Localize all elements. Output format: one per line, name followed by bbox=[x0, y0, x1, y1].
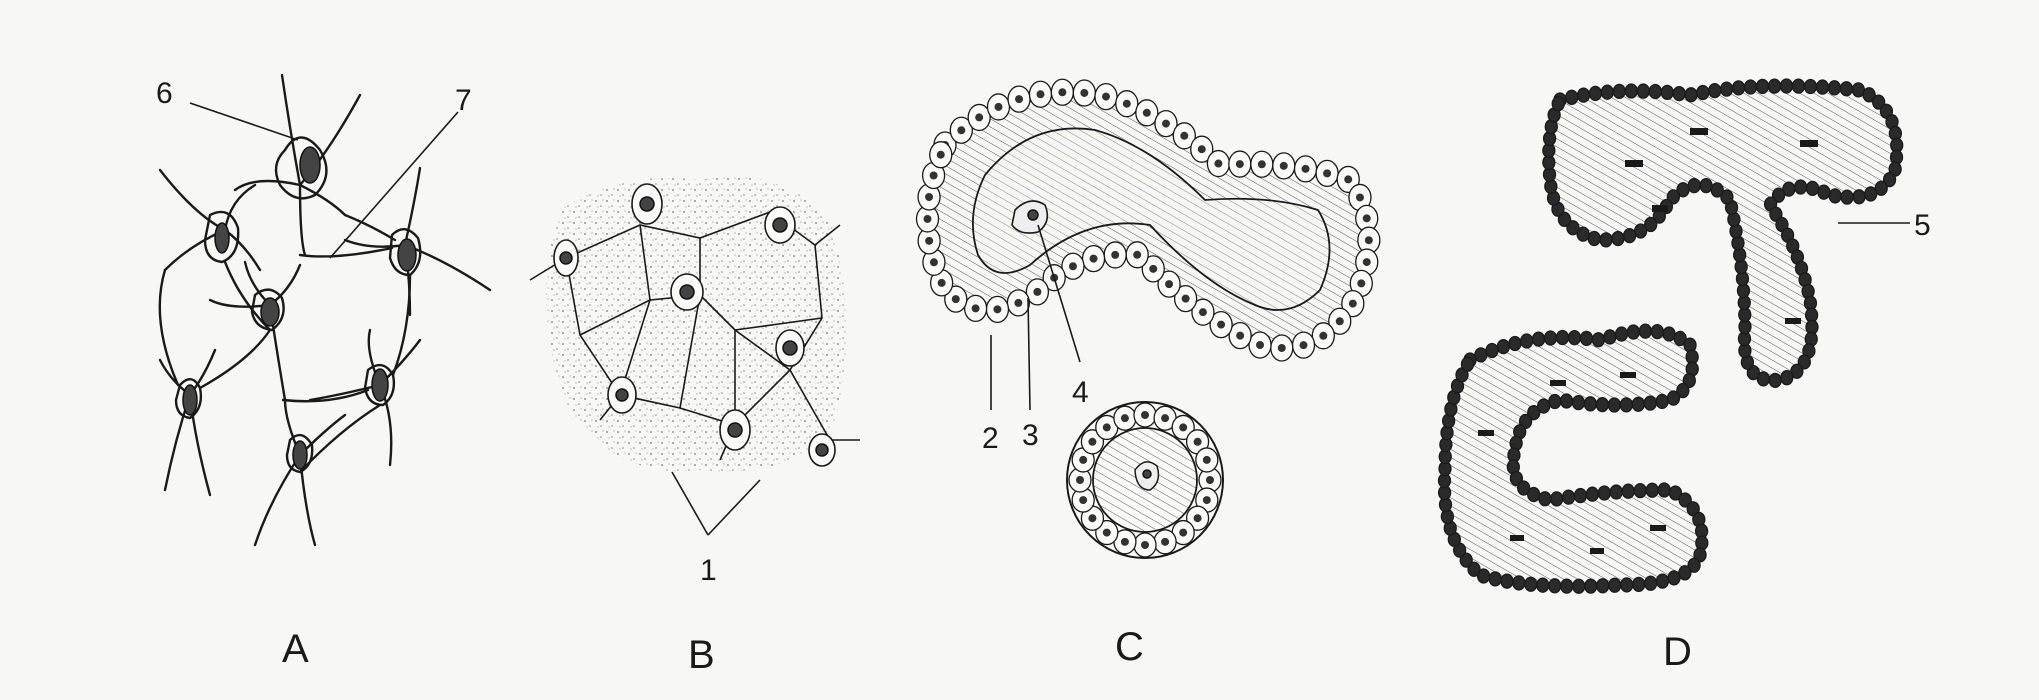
callout-3: 3 bbox=[1022, 419, 1039, 452]
panel-label-d: D bbox=[1663, 630, 1692, 674]
callout-1: 1 bbox=[700, 554, 717, 587]
panel-label-c: C bbox=[1115, 625, 1144, 669]
callout-5: 5 bbox=[1914, 209, 1931, 242]
callout-7: 7 bbox=[455, 84, 472, 117]
panel-b-drawing bbox=[530, 177, 860, 535]
callout-4: 4 bbox=[1072, 376, 1089, 409]
panel-a-drawing bbox=[160, 75, 490, 545]
panel-c-drawing bbox=[917, 79, 1380, 558]
panel-d-drawing bbox=[1438, 79, 1910, 593]
callout-6: 6 bbox=[156, 77, 173, 110]
callout-2: 2 bbox=[982, 422, 999, 455]
panel-label-b: B bbox=[688, 633, 715, 677]
panel-label-a: A bbox=[282, 627, 309, 671]
